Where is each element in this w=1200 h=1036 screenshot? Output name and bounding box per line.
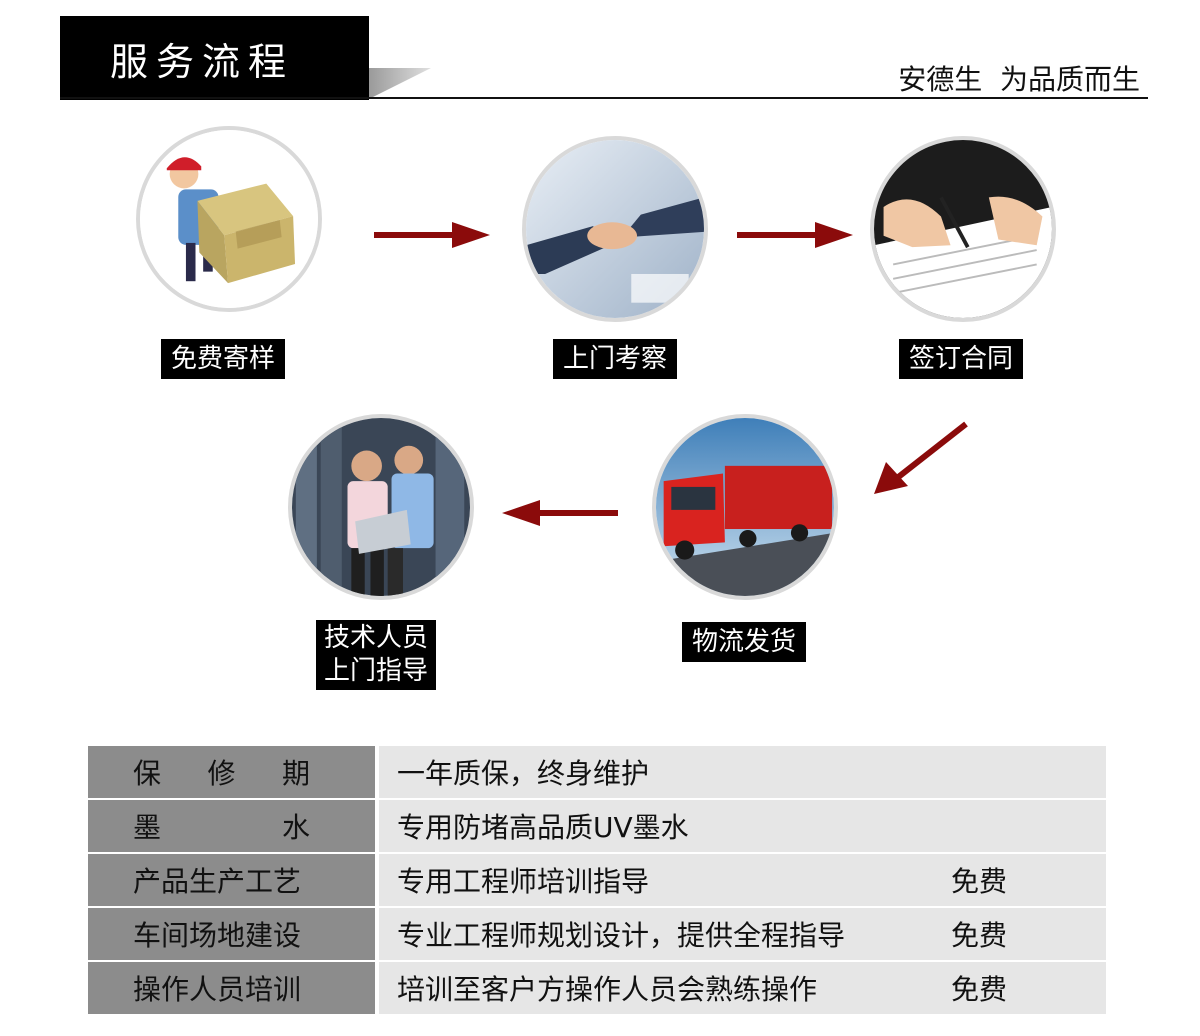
free-badge: 免费: [951, 919, 1008, 952]
step-technical-guidance-label-line1: 技术人员: [324, 623, 429, 653]
red-cargo-truck-icon: [656, 418, 834, 596]
step-shipping-label: 物流发货: [682, 622, 807, 662]
row-value-text: 专业工程师规划设计，提供全程指导: [397, 919, 846, 952]
table-row: 保 修 期 一年质保，终身维护: [88, 746, 1106, 798]
service-info-table: 保修期 一年质保，终身维护 墨水 专用防堵高品质UV墨水 产品生产工艺 专用工程…: [88, 746, 1106, 1016]
row-key-production-process: 产品生产工艺: [88, 854, 375, 906]
row-value: 培训至客户方操作人员会熟练操作 免费: [379, 962, 1106, 1014]
table-row: 产品生产工艺 专用工程师培训指导 免费: [88, 854, 1106, 906]
header-divider: [60, 97, 1148, 99]
row-value-text: 专用防堵高品质UV墨水: [397, 811, 689, 844]
row-key-ink: 墨水: [88, 800, 375, 852]
flow-arrow-left-icon: [502, 500, 618, 526]
row-value-text: 专用工程师培训指导: [397, 865, 650, 898]
row-key-warranty: 保修期: [88, 746, 375, 798]
title-tab-shadow: [369, 68, 431, 99]
table-row: 车间场地建设 专业工程师规划设计，提供全程指导 免费: [88, 908, 1106, 960]
section-title: 服务流程: [60, 16, 369, 100]
free-badge: 免费: [951, 865, 1008, 898]
step-free-sample-label: 免费寄样: [161, 339, 286, 379]
step-free-sample-image: [136, 126, 322, 312]
flow-arrow-right-icon: [737, 222, 853, 248]
row-value-text: 培训至客户方操作人员会熟练操作: [397, 973, 818, 1006]
signing-contract-icon: [874, 140, 1052, 318]
row-value: 一年质保，终身维护: [379, 746, 1106, 798]
flow-arrow-right-icon: [374, 222, 490, 248]
row-value: 专业工程师规划设计，提供全程指导 免费: [379, 908, 1106, 960]
step-technical-guidance-label: 技术人员 上门指导: [316, 620, 437, 690]
table-row: 操作人员培训 培训至客户方操作人员会熟练操作 免费: [88, 962, 1106, 1014]
table-row: 墨水 专用防堵高品质UV墨水: [88, 800, 1106, 852]
step-shipping-image: [652, 414, 838, 600]
step-site-visit-image: [522, 136, 708, 322]
handshake-icon: [526, 140, 704, 318]
engineers-with-laptop-icon: [292, 418, 470, 596]
row-value: 专用防堵高品质UV墨水: [379, 800, 1106, 852]
step-sign-contract-label: 签订合同: [899, 339, 1024, 379]
step-site-visit-label: 上门考察: [553, 339, 678, 379]
key-char: 修: [207, 757, 236, 790]
courier-with-box-icon: [140, 130, 318, 308]
key-char: 水: [281, 811, 310, 844]
step-sign-contract-image: [870, 136, 1056, 322]
row-key-workshop-construction: 车间场地建设: [88, 908, 375, 960]
free-badge: 免费: [951, 973, 1008, 1006]
flow-arrow-down-left-icon: [874, 421, 968, 494]
key-char: 墨: [133, 811, 162, 844]
row-key-operator-training: 操作人员培训: [88, 962, 375, 1014]
key-char: 保: [133, 757, 162, 790]
row-value-text: 一年质保，终身维护: [397, 757, 650, 790]
row-value: 专用工程师培训指导 免费: [379, 854, 1106, 906]
step-technical-guidance-image: [288, 414, 474, 600]
key-char: 期: [281, 757, 310, 790]
step-technical-guidance-label-line2: 上门指导: [324, 656, 429, 686]
brand-slogan: 安德生 为品质而生: [898, 63, 1140, 96]
